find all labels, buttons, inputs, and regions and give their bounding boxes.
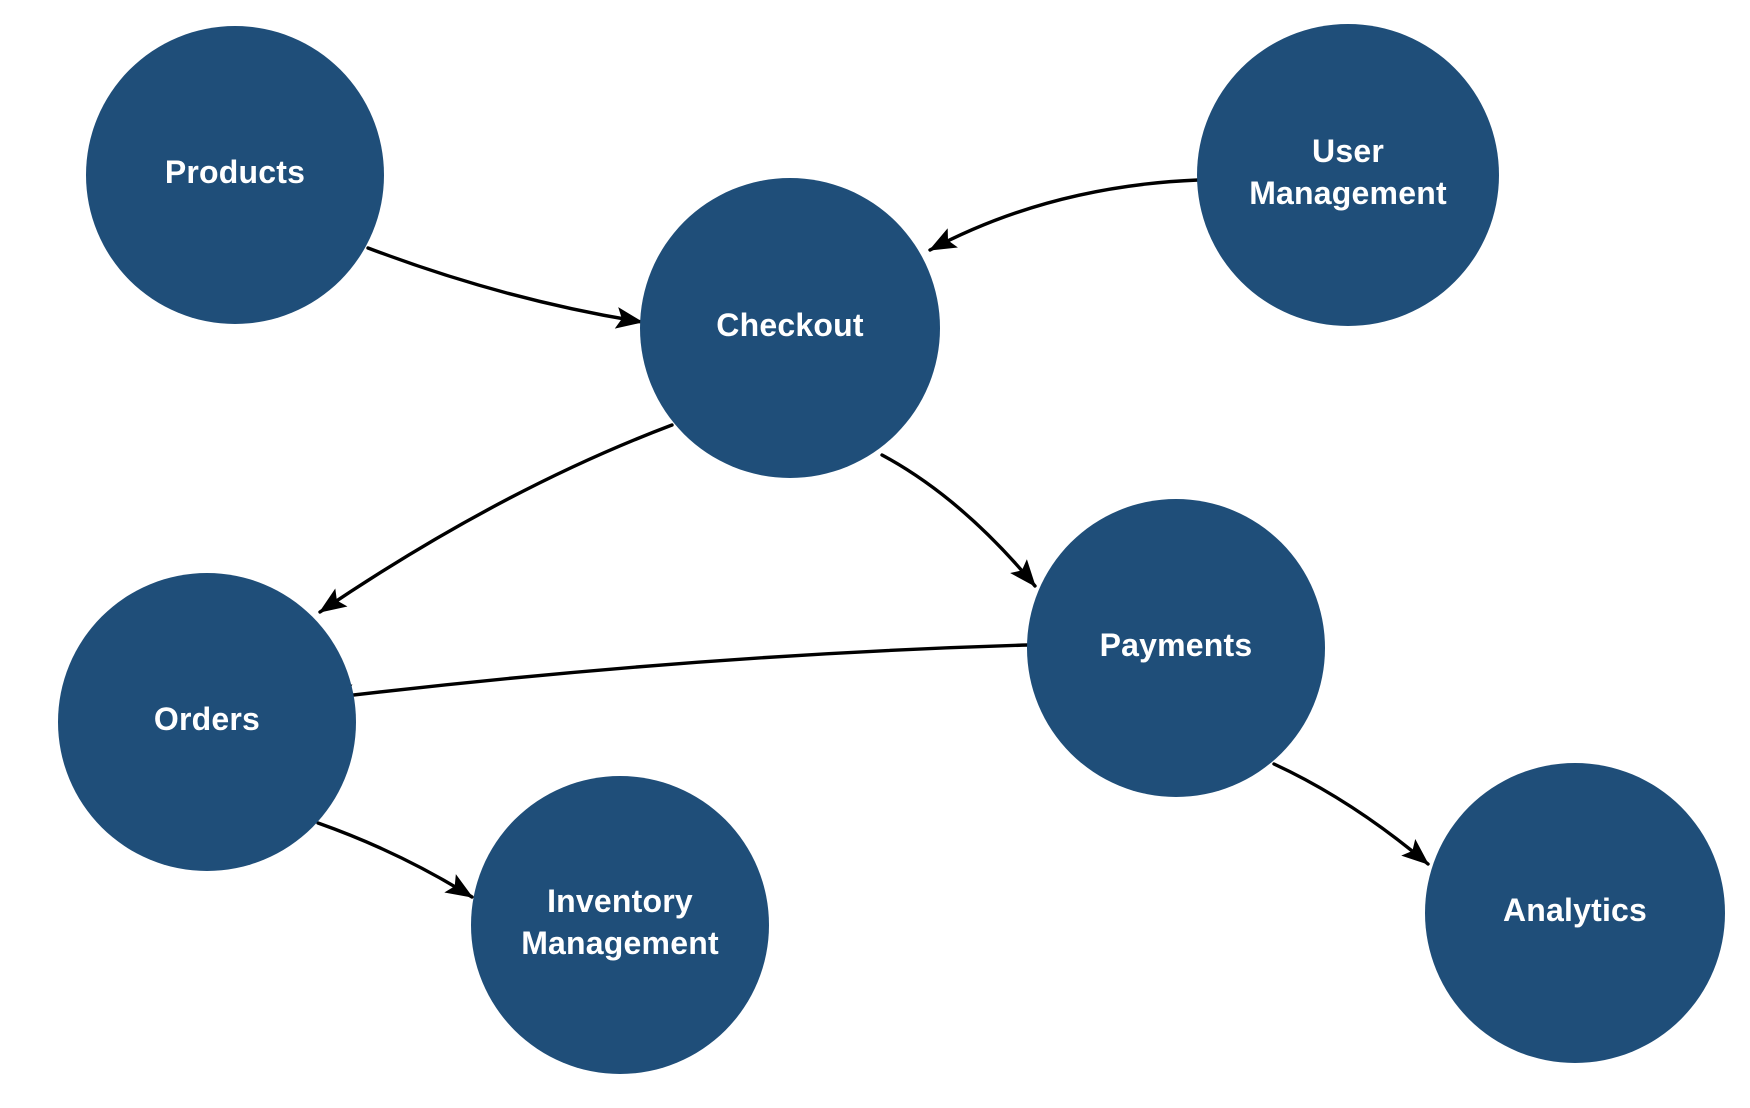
edge-checkout-to-payments [880, 453, 1037, 588]
node-label-line: User [1312, 133, 1384, 169]
edge-checkout-to-orders [318, 423, 674, 614]
node-circle-analytics[interactable] [1425, 763, 1725, 1063]
node-circle-inventory-management[interactable] [471, 776, 769, 1074]
node-label-line: Payments [1100, 627, 1253, 663]
edge-user-management-to-checkout [928, 178, 1200, 252]
edge-payments-to-analytics [1272, 762, 1430, 866]
node-products[interactable]: Products [86, 26, 384, 324]
node-label-line: Analytics [1503, 892, 1647, 928]
node-orders[interactable]: Orders [58, 573, 356, 871]
node-label-products: Products [165, 154, 305, 190]
edges-layer [316, 178, 1430, 899]
node-label-line: Products [165, 154, 305, 190]
node-label-payments: Payments [1100, 627, 1253, 663]
node-circle-checkout[interactable] [640, 178, 940, 478]
node-label-line: Management [521, 925, 719, 961]
node-circle-products[interactable] [86, 26, 384, 324]
node-label-line: Orders [154, 701, 260, 737]
edge-payments-to-orders [326, 643, 1030, 706]
node-payments[interactable]: Payments [1027, 499, 1325, 797]
node-analytics[interactable]: Analytics [1425, 763, 1725, 1063]
node-circle-payments[interactable] [1027, 499, 1325, 797]
node-label-line: Inventory [547, 883, 693, 919]
node-label-checkout: Checkout [716, 307, 864, 343]
node-label-line: Management [1249, 175, 1447, 211]
edge-products-to-checkout [366, 246, 644, 329]
node-label-analytics: Analytics [1503, 892, 1647, 928]
node-label-orders: Orders [154, 701, 260, 737]
node-checkout[interactable]: Checkout [640, 178, 940, 478]
edge-orders-to-inventory-management [316, 821, 474, 899]
node-circle-orders[interactable] [58, 573, 356, 871]
node-circle-user-management[interactable] [1197, 24, 1499, 326]
node-label-line: Checkout [716, 307, 864, 343]
